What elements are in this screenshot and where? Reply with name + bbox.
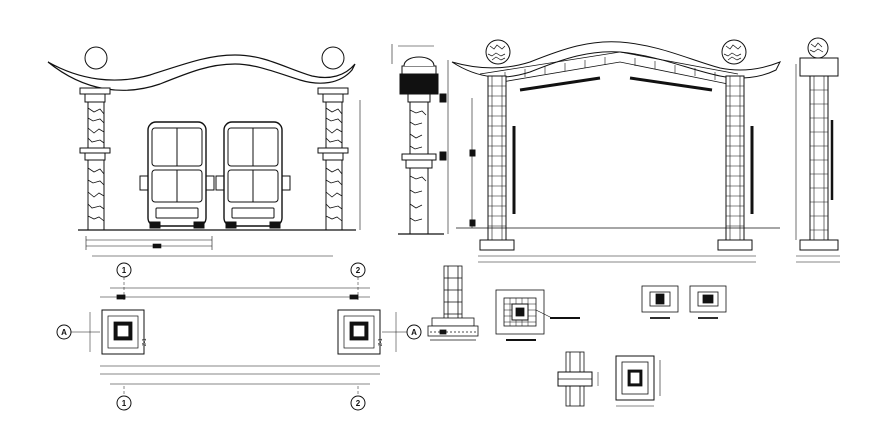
canopy-roof [47, 54, 356, 91]
column-joint-detail [557, 351, 599, 407]
column-left [79, 87, 111, 231]
plan-view: 1 2 Z-1 Z-1 A [56, 262, 422, 411]
column-right [317, 87, 349, 231]
structural-elevation [451, 39, 782, 263]
grid-bubble-2-top: 2 [350, 262, 366, 278]
grid-label-2-bottom: 2 [356, 399, 361, 408]
bus-left [139, 121, 215, 229]
plan-footing-left: Z-1 [101, 309, 148, 355]
finial-right-structural [721, 39, 747, 65]
plan-footing-right: Z-1 [337, 309, 384, 355]
grid-label-a-right: A [411, 328, 417, 337]
finial-ball-right [321, 46, 345, 70]
footing-plan-detail [495, 289, 580, 341]
grid-label-1-top: 1 [122, 266, 127, 275]
grid-bubble-a-right: A [406, 324, 422, 340]
grid-label-a-left: A [61, 328, 67, 337]
side-column-elevation [359, 44, 449, 235]
grid-bubble-2-bottom: 2 [350, 395, 366, 411]
plan-tag-right: Z-1 [378, 338, 384, 346]
lattice-column-right [717, 75, 753, 251]
plan-tag-left: Z-1 [142, 338, 148, 346]
base-plate-detail [615, 355, 661, 407]
footing-section-detail [427, 265, 479, 341]
grid-bubble-a-left: A [56, 324, 72, 340]
grid-bubble-1-bottom: 1 [116, 395, 132, 411]
grid-bubble-1-top: 1 [116, 262, 132, 278]
lattice-column-left [479, 75, 515, 251]
finial-left-structural [485, 39, 511, 65]
small-detail-a [641, 285, 679, 319]
grid-label-2-top: 2 [356, 266, 361, 275]
dimension-lines-elevation [85, 236, 333, 257]
side-structural-elevation [795, 37, 840, 263]
grid-label-1-bottom: 1 [122, 399, 127, 408]
bus-right [215, 121, 291, 229]
finial-ball-left [84, 46, 108, 70]
front-elevation [47, 46, 356, 257]
small-detail-b [689, 285, 727, 319]
